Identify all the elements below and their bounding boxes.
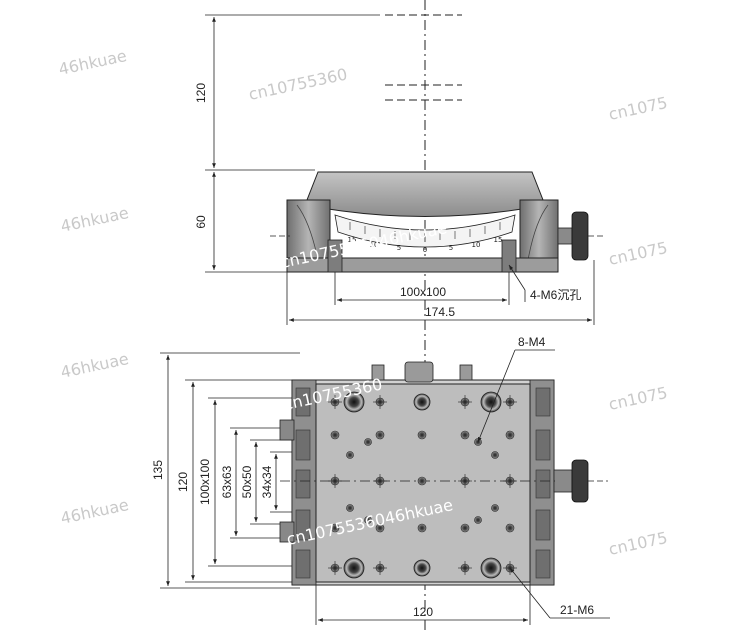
top-screw [459, 364, 473, 381]
scale-tick-3: 5 [397, 244, 401, 252]
rail-details [295, 387, 551, 579]
dim-pattern50-label: 50x50 [240, 465, 254, 498]
left-knob-lower [279, 521, 295, 543]
dim-60-label: 60 [194, 215, 208, 229]
scale-tick-5: 5 [449, 244, 453, 252]
watermark-9: cn1075 [607, 528, 669, 559]
screw-right [501, 239, 517, 273]
knob-shaft-top[interactable] [557, 227, 573, 245]
dim-8m4-label: 8-M4 [518, 335, 546, 349]
top-screw-left [371, 364, 385, 381]
knob-shaft-plan[interactable] [553, 469, 573, 493]
dim-120-label: 120 [194, 83, 208, 103]
scale-tick-7: 15 [494, 236, 503, 244]
dim-depth120-label: 120 [176, 472, 190, 492]
dim-pattern34-label: 34x34 [260, 465, 274, 498]
scale-tick-2: 10 [370, 241, 379, 249]
adjust-knob-top[interactable] [571, 211, 589, 261]
watermark-7: cn1075 [607, 383, 669, 414]
dim-width120-label: 120 [413, 605, 433, 619]
scale-ticks [349, 222, 501, 242]
watermark-8: 46hkuae [59, 495, 131, 528]
base-plate-side [286, 257, 559, 273]
watermark-4: 46hkuae [59, 203, 131, 236]
top-clamp [404, 361, 434, 383]
dim-pattern100-label: 100x100 [198, 459, 212, 505]
dim-100x100-label: 100x100 [400, 285, 446, 299]
watermark-6: 46hkuae [59, 349, 131, 382]
dim-135-label: 135 [151, 460, 165, 480]
angle-scale [334, 214, 516, 248]
dim-21m6-label: 21-M6 [560, 603, 594, 617]
dim-pattern63-label: 63x63 [220, 465, 234, 498]
goniometer-cradle [304, 171, 546, 217]
threaded-holes [328, 395, 517, 575]
watermark-5: cn1075 [607, 238, 669, 269]
watermark-1: 46hkuae [57, 46, 129, 79]
adjust-knob-plan[interactable] [571, 459, 589, 503]
scale-tick-1: 15 [348, 236, 357, 244]
watermark-3: cn1075 [607, 93, 669, 124]
dim-174-label: 174.5 [425, 305, 455, 319]
watermark-2: cn10755360 [247, 64, 349, 103]
scale-tick-6: 10 [472, 241, 481, 249]
scale-tick-4: 0 [423, 246, 427, 254]
dim-4m6-label: 4-M6沉孔 [530, 288, 581, 302]
left-knob-upper [279, 419, 295, 441]
